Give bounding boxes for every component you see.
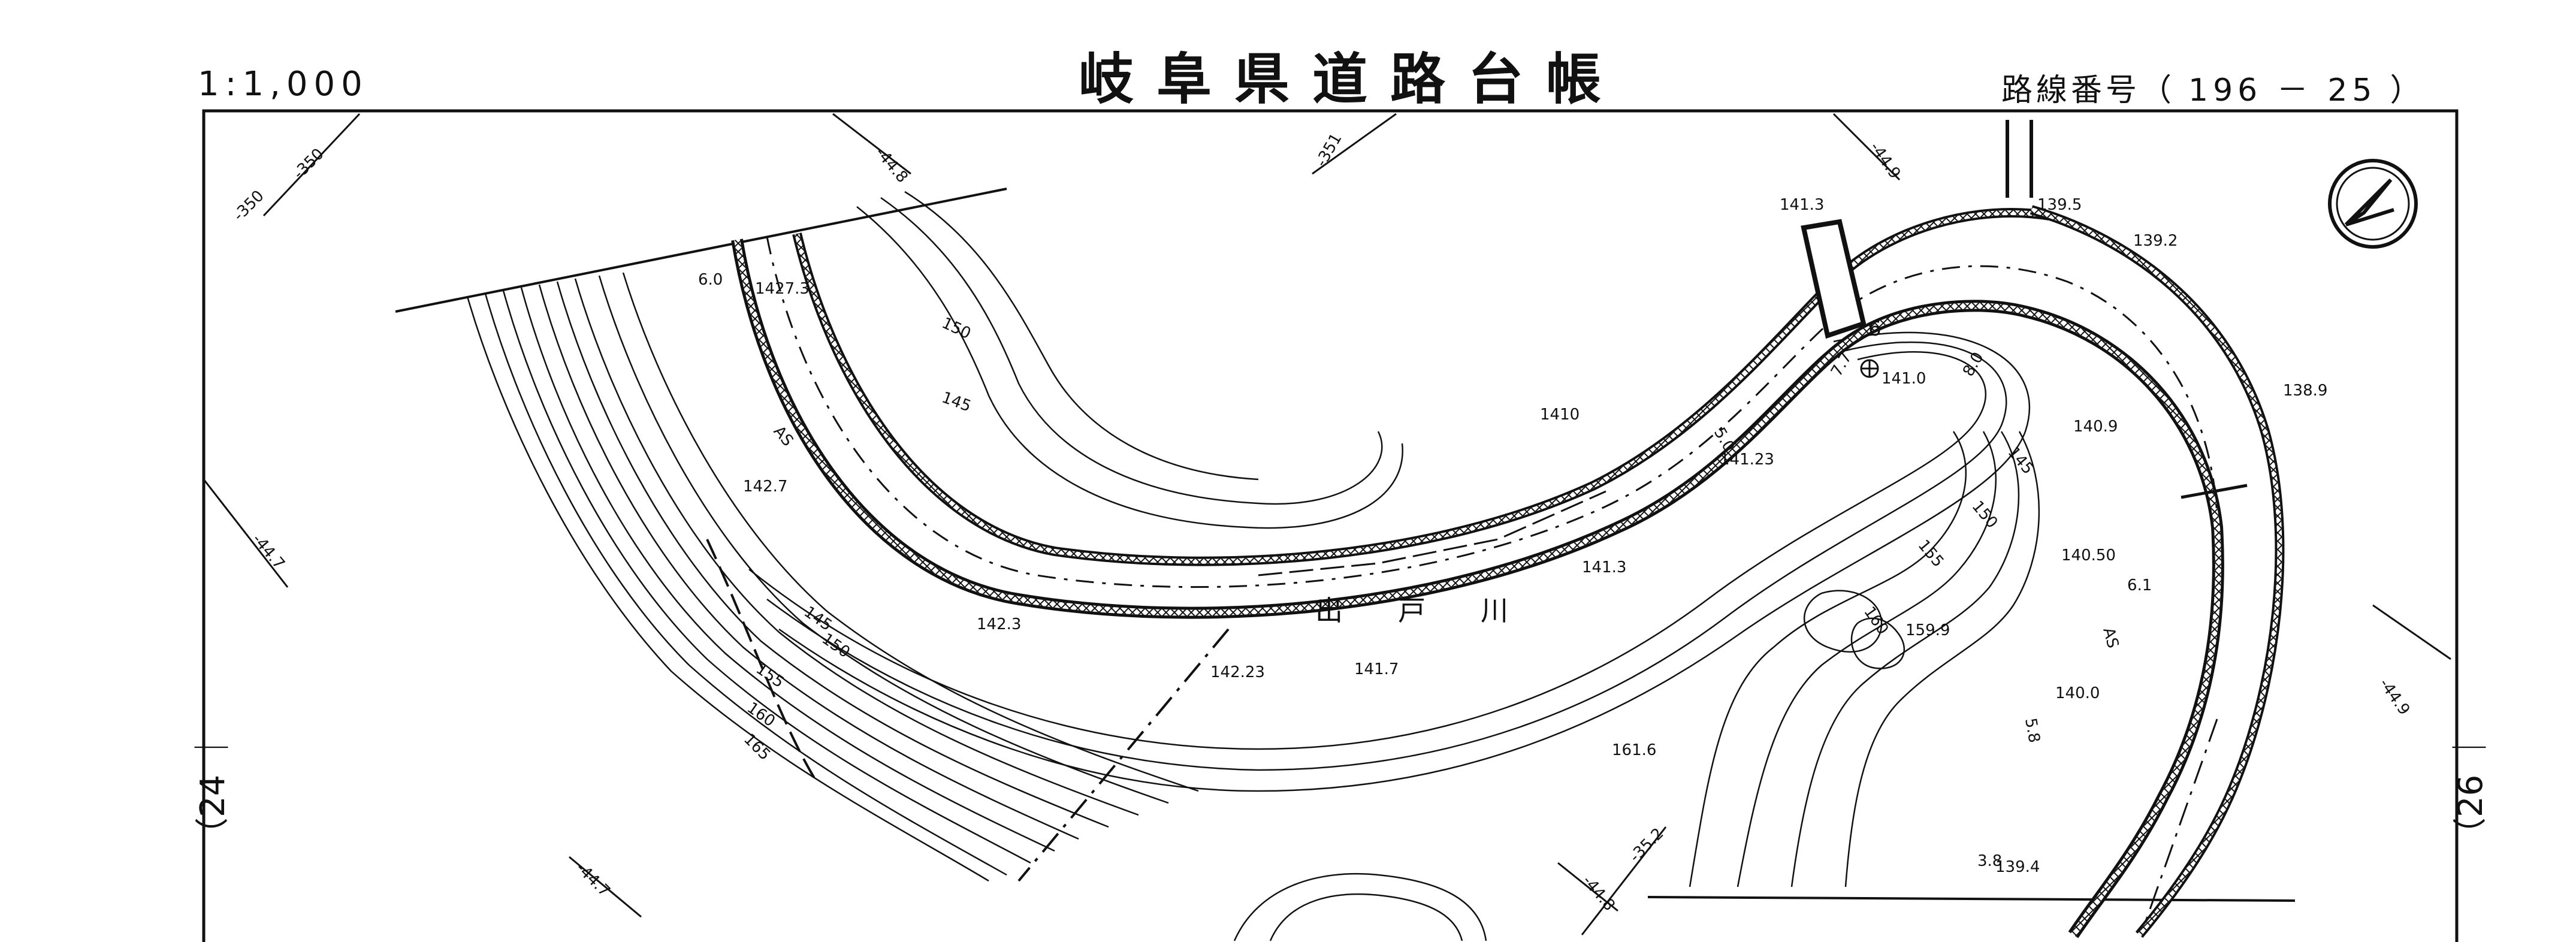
grid-label: -351 [1312,130,1345,170]
boundary-chain [1017,628,1230,882]
road-mark: 6.1 [2127,576,2152,594]
contour-label: 145 [2004,443,2037,478]
contour-label: 155 [1914,536,1947,570]
grid-label: -44.8 [872,144,911,186]
elevation-label: 142.3 [977,615,1021,633]
grid-label: -44.7 [572,859,614,901]
grid-label: -44.7 [249,530,288,573]
elevation-label: 161.6 [1612,741,1656,759]
elevation-label: 141.7 [1354,660,1399,678]
grid-ticks [203,113,2451,935]
road-mark: 3.8 [1977,852,2002,870]
elevation-label: 141.3 [1582,558,1626,576]
contour-label: 150 [819,630,853,662]
route-label-text: 路線番号（ [2001,73,2176,108]
road-mark: AS [2099,626,2122,650]
elevation-label: 1427.3 [755,280,810,298]
contour-label: 145 [801,603,835,635]
north-arrow-icon [2328,159,2418,249]
contour-label: 150 [939,314,974,343]
grid-label: -44.9 [2375,675,2413,718]
elevation-label: 142.7 [743,478,787,496]
elevation-label: 159.9 [1905,621,1950,639]
boundary-dash [706,539,816,780]
contour-lines-inner [856,191,1403,529]
bench-mark-label: 6 [1868,317,1882,341]
river-name: 出 戸 川 [1315,594,1508,627]
elevation-label: 139.4 [1995,858,2040,876]
map-title: 岐阜県道路台帳 [1079,47,1624,111]
contour-label: 160 [744,699,778,730]
road-centerline [766,236,2218,588]
elevation-label: 138.9 [2283,382,2327,400]
route-number: 196 － 25 [2188,73,2377,108]
right-road [2006,120,2285,938]
contour-label: 145 [940,388,974,415]
route-number-label: 路線番号（ 196 － 25 ） [2001,65,2425,110]
route-close-paren: ） [2390,73,2425,108]
contour-lines-left [466,272,1199,882]
grid-label: -44.9 [1866,139,1904,182]
elevation-label: 139.2 [2133,232,2178,250]
elevation-label: 140.0 [2055,684,2100,702]
road-mark: 8.0 [1959,349,1988,380]
elevation-label: 141.0 [1882,370,1926,388]
map-frame [202,109,2459,942]
contour-label: 160 [1860,603,1892,638]
river-line [1258,490,1606,576]
grid-label: -44.8 [1579,872,1618,914]
map-labels: -350 -350 -351 -44.8 -44.9 -44.7 -44.7 -… [230,130,2414,914]
elevation-label: 141.23 [1720,451,1774,469]
grid-label: -350 [230,187,268,225]
boundary-line [395,188,1007,313]
contour-lines-hill [748,331,2040,941]
road-outer-wall [731,238,2224,938]
elevation-label: 140.9 [2073,418,2118,436]
elevation-label: 141.3 [1780,196,1824,214]
grid-label: -350 [290,145,328,183]
contour-label: 150 [1968,497,2001,532]
road-mark: AS [770,422,797,450]
road-mark: 6.0 [698,271,723,289]
elevation-label: 142.23 [1210,663,1265,681]
road-mark: 5.8 [2021,717,2043,744]
bridge [1801,219,1879,378]
scale-label: 1:1,000 [198,65,369,104]
base-line [1647,896,2296,902]
elevation-label: 139.5 [2037,196,2082,214]
contour-label: 165 [740,730,774,764]
elevation-label: 140.50 [2061,547,2116,564]
elevation-label: 1410 [1540,406,1580,424]
elevation-label: -35.2 [1626,825,1668,866]
